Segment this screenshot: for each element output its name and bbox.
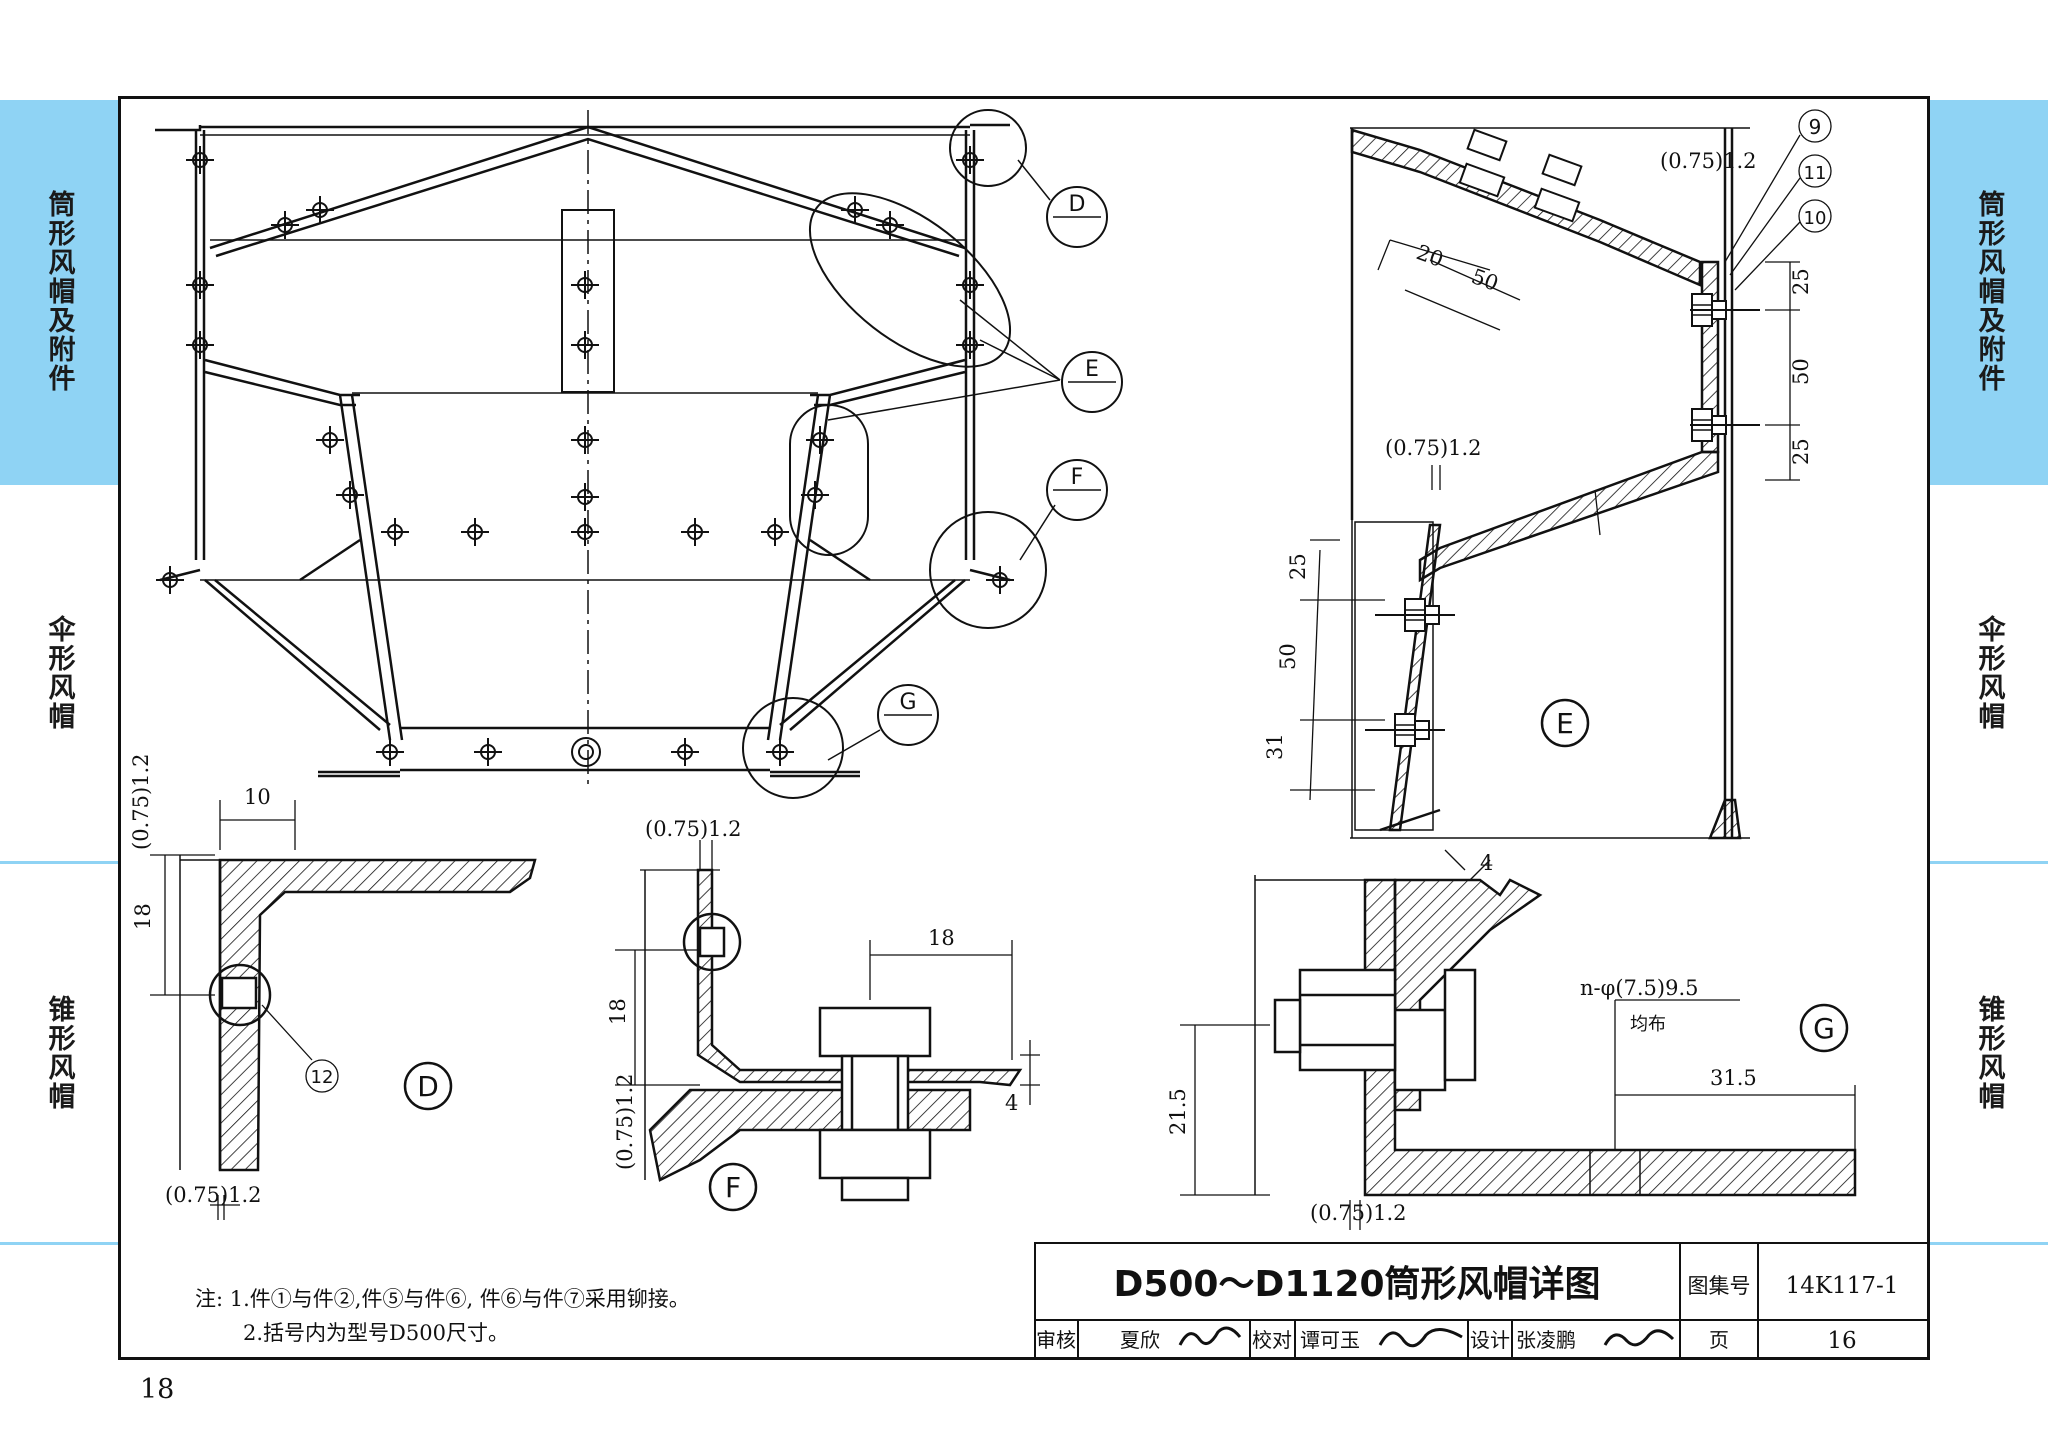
callout-f-label: F [1071,465,1084,490]
checker-name: 谭可玉 [1300,1328,1360,1352]
design-label: 设计 [1470,1328,1510,1352]
callout-g-label: G [899,690,916,715]
dim-label: (0.75)1.2 [1310,1201,1407,1225]
dim-label: 18 [131,903,155,930]
tab-divider [1930,861,2048,864]
dim-label: 10 [244,785,271,809]
dim-label: (0.75)1.2 [1385,436,1482,460]
page-value: 16 [1827,1328,1856,1354]
tab-umbrella-cowl[interactable]: 伞形风帽 [0,485,118,861]
detail-f-view [644,868,1023,1202]
review-label: 审核 [1036,1328,1076,1352]
detail-e-tag: E [1540,698,1590,748]
callout-e-label: E [1085,357,1099,382]
check-label: 校对 [1252,1328,1292,1352]
tab-conical-cowl[interactable]: 锥形风帽 [1930,864,2048,1242]
dim-label: 25 [1789,438,1813,465]
notes: 注: 1.件①与件②,件⑤与件⑥, 件⑥与件⑦采用铆接。 2.括号内为型号D50… [195,1287,690,1345]
dim-label: (0.75)1.2 [129,753,153,850]
tab-label: 伞形风帽 [43,615,75,731]
detail-f-labels: (0.75)1.2 18 18 (0.75)1.2 4 F [606,817,1018,1212]
atlas-number: 14K117-1 [1786,1273,1899,1299]
dim-label: (0.75)1.2 [1660,149,1757,173]
detail-e-bolts [1365,128,1760,747]
dim-label: 18 [928,926,955,950]
callout-d-label: D [1069,192,1086,217]
detail-callouts [742,109,1123,799]
detail-e-title: E [1556,707,1574,740]
main-assembly-view [155,110,1011,790]
tab-divider [0,482,118,485]
detail-e-dimensions [1290,109,1832,801]
left-index-tabs: 筒形风帽及附件 伞形风帽 锥形风帽 [0,0,118,1456]
atlas-label: 图集号 [1688,1274,1751,1298]
detail-g-dimensions [1180,849,1856,1230]
detail-f-title: F [725,1171,741,1204]
detail-callout-labels: D E F G [899,192,1098,715]
title-block [1034,1242,1929,1359]
dim-label: 4 [1480,851,1493,875]
part-number-11: 11 [1804,163,1827,184]
detail-g-labels: 4 21.5 n-φ(7.5)9.5 均布 31.5 (0.75)1.2 G [1166,851,1849,1225]
title-block-text: D500～D1120筒形风帽详图 图集号 14K117-1 审核 夏欣 校对 谭… [1036,1264,1898,1354]
detail-f-dimensions [615,840,1040,1105]
page-label: 页 [1709,1328,1729,1352]
part-number-10: 10 [1804,208,1827,229]
dim-label: 21.5 [1166,1088,1190,1135]
dim-label: 4 [1005,1091,1018,1115]
tab-label: 锥形风帽 [1973,995,2005,1111]
tab-umbrella-cowl[interactable]: 伞形风帽 [1930,485,2048,861]
reviewer-name: 夏欣 [1120,1328,1160,1352]
tab-label: 筒形风帽及附件 [1973,189,2005,393]
dim-label: 50 [1789,358,1813,385]
note-line-1: 注: 1.件①与件②,件⑤与件⑥, 件⑥与件⑦采用铆接。 [195,1287,690,1311]
detail-g-view [1254,875,1857,1197]
dim-label: n-φ(7.5)9.5 [1580,976,1699,1000]
tab-label: 筒形风帽及附件 [43,189,75,393]
dim-label: 50 [1468,264,1501,296]
dim-label: 25 [1286,553,1310,580]
tab-divider [0,861,118,864]
right-index-tabs: 筒形风帽及附件 伞形风帽 锥形风帽 [1930,0,2048,1456]
dim-label: (0.75)1.2 [613,1073,637,1170]
dim-label: (0.75)1.2 [165,1183,262,1207]
tab-label: 锥形风帽 [43,995,75,1111]
detail-e-view [1350,127,1750,840]
dim-label: 31.5 [1710,1066,1757,1090]
detail-d-title: D [417,1070,439,1103]
reviewer-signature [1178,1326,1242,1346]
tab-conical-cowl[interactable]: 锥形风帽 [0,864,118,1242]
dim-label: (0.75)1.2 [645,817,742,841]
assembly-bolts [155,145,1015,767]
checker-signature [1378,1328,1463,1348]
designer-signature [1603,1329,1675,1347]
detail-d-view [179,855,537,1172]
detail-e-labels: (0.75)1.2 20 50 25 50 25 (0.75)1.2 25 50… [1263,115,1826,760]
part-number-9: 9 [1809,115,1822,139]
tab-divider [0,1242,118,1245]
dim-label: 25 [1789,268,1813,295]
part-number-12: 12 [311,1067,334,1088]
dim-label: 18 [606,998,630,1025]
dim-label: 50 [1276,643,1300,670]
detail-d-labels: (0.75)1.2 10 18 (0.75)1.2 12 D [129,753,453,1207]
drawing-title: D500～D1120筒形风帽详图 [1113,1264,1600,1305]
tab-cylindrical-cowl[interactable]: 筒形风帽及附件 [1930,100,2048,482]
dim-label: 均布 [1630,1014,1666,1035]
tab-divider [1930,1242,2048,1245]
detail-d-dimensions [150,800,339,1220]
designer-name: 张凌鹏 [1516,1328,1576,1352]
detail-g-title: G [1813,1012,1835,1045]
tab-label: 伞形风帽 [1973,615,2005,731]
dim-label: 20 [1413,240,1446,272]
note-line-2: 2.括号内为型号D500尺寸。 [243,1321,509,1345]
dim-label: 31 [1263,733,1287,760]
signatures [1178,1326,1675,1348]
tab-cylindrical-cowl[interactable]: 筒形风帽及附件 [0,100,118,482]
page-number: 18 [140,1374,175,1405]
tab-divider [1930,482,2048,485]
